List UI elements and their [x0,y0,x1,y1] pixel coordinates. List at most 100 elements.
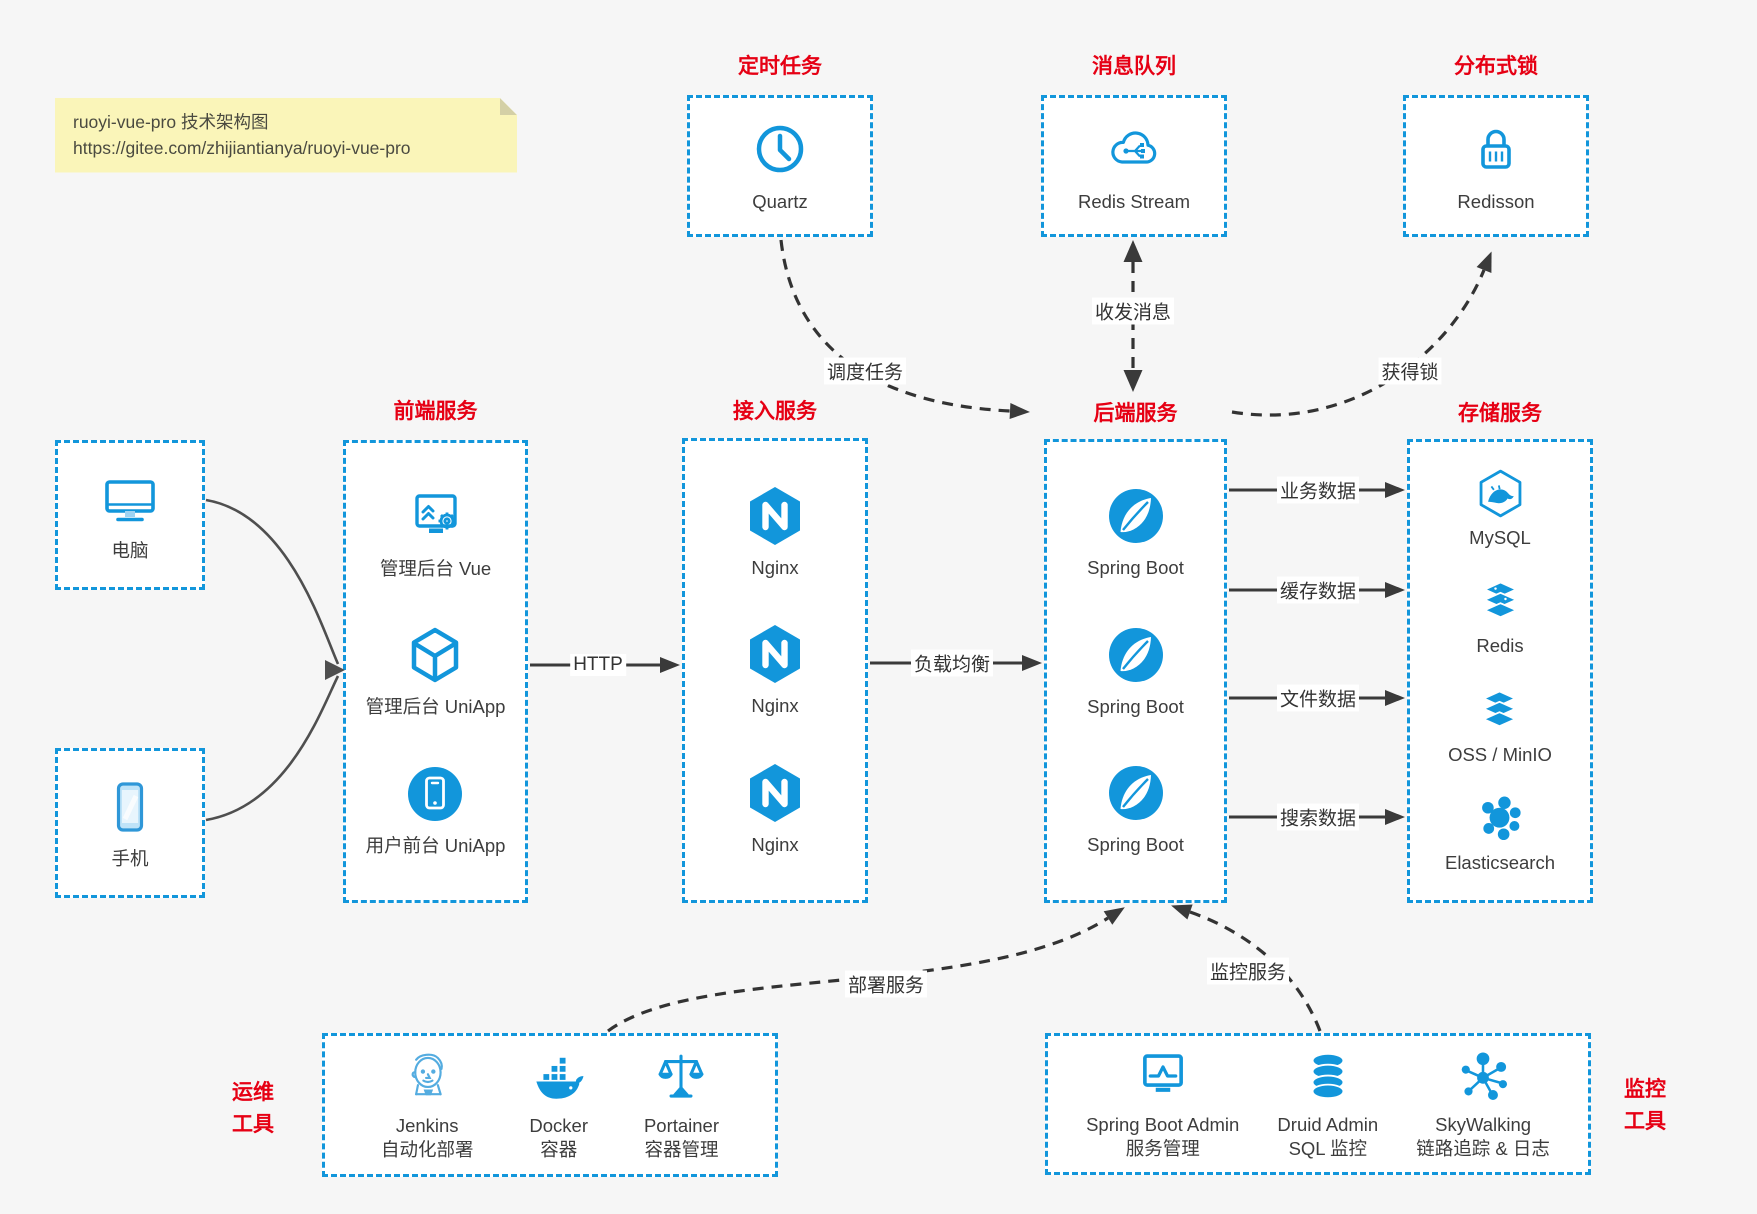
mysql-icon [1474,467,1527,520]
arrow-label-cache-data: 缓存数据 [1276,576,1360,604]
jenkins-icon [398,1048,456,1106]
desktop-icon [98,467,162,531]
user-app-icon [403,762,467,826]
item-redis: Redis [1474,575,1527,658]
item-nginx: Nginx [743,622,807,718]
arrow-label-monitor-service: 监控服务 [1206,957,1290,985]
item-admin-vue: 管理后台 Vue [380,485,491,581]
note-fold-corner [500,98,517,115]
item-label: Nginx [751,695,799,717]
section-title-ops: 运维 工具 [232,1081,274,1136]
item-label: 手机 [111,847,149,869]
section-title-distributed-lock: 分布式锁 [1454,55,1538,78]
item-clock: Quartz [748,118,812,214]
note-title: ruoyi-vue-pro 技术架构图 [73,112,269,132]
item-oss: OSS / MinIO [1448,684,1552,767]
box-message-queue: Redis Stream [1041,95,1227,237]
spring-icon [1104,484,1168,548]
box-scheduled-task: Quartz [687,95,873,237]
item-label: MySQL [1469,527,1531,549]
box-distributed-lock: Redisson [1403,95,1589,237]
box-client-pc: 电脑 [55,440,205,590]
arrow-label-business-data: 业务数据 [1276,476,1360,504]
item-cloud-share: Redis Stream [1078,118,1190,214]
redis-icon [1474,575,1527,628]
lock-icon [1464,118,1528,182]
arrow-label-file-data: 文件数据 [1276,684,1360,712]
box-frontend: 管理后台 Vue 管理后台 UniApp 用户前台 UniApp [343,440,528,903]
arrow-label-deploy-service: 部署服务 [844,970,928,998]
item-desktop: 电脑 [98,467,162,563]
section-title-message-queue: 消息队列 [1092,55,1176,78]
arrow-label-load-balance: 负载均衡 [910,649,994,677]
item-lock: Redisson [1457,118,1535,214]
item-label: Nginx [751,834,799,856]
arrow-label-search-data: 搜索数据 [1276,803,1360,831]
item-spring: Spring Boot [1087,484,1184,580]
item-label: Spring Boot [1087,557,1184,579]
section-title-frontend: 前端服务 [393,400,478,423]
nginx-icon [743,761,807,825]
clock-icon [748,118,812,182]
item-label: OSS / MinIO [1448,743,1552,765]
item-label: 用户前台 UniApp [365,834,506,856]
item-label: Spring Boot [1087,695,1184,717]
section-title-monitoring: 监控 工具 [1624,1078,1666,1133]
item-label: Redisson [1457,190,1535,212]
note-url: https://gitee.com/zhijiantianya/ruoyi-vu… [73,138,411,159]
item-spring: Spring Boot [1087,761,1184,857]
spring-icon [1104,761,1168,825]
item-uniapp-cube: 管理后台 UniApp [365,623,506,719]
item-label: 电脑 [111,539,149,561]
druid-icon [1299,1047,1357,1105]
item-label: Redis [1476,635,1524,657]
smartphone-icon [98,775,162,839]
item-spring: Spring Boot [1087,623,1184,719]
docker-icon [530,1048,588,1106]
box-client-mobile: 手机 [55,748,205,898]
item-label: 管理后台 UniApp [365,696,506,718]
item-mysql: MySQL [1469,467,1531,550]
spring-icon [1104,623,1168,687]
item-label: Nginx [751,556,799,578]
item-label: Quartz [752,190,808,212]
item-smartphone: 手机 [98,775,162,871]
section-title-storage: 存储服务 [1458,402,1542,425]
sticky-note: ruoyi-vue-pro 技术架构图 https://gitee.com/zh… [55,98,517,173]
arrow-label-acquire-lock: 获得锁 [1378,357,1442,385]
arrow-label-send-receive: 收发消息 [1091,297,1175,325]
section-title-scheduled-task: 定时任务 [738,55,822,78]
elasticsearch-icon [1473,792,1526,845]
cloud-share-icon [1102,118,1166,182]
sba-icon [1134,1047,1192,1105]
item-label: 管理后台 Vue [379,558,492,580]
item-label: Redis Stream [1077,190,1191,212]
nginx-icon [743,622,807,686]
section-title-access: 接入服务 [733,400,817,423]
item-nginx: Nginx [743,761,807,857]
item-user-app: 用户前台 UniApp [365,762,506,858]
section-title-backend: 后端服务 [1093,402,1178,425]
skywalking-icon [1454,1047,1512,1105]
item-label: Elasticsearch [1444,851,1555,873]
oss-icon [1473,684,1526,737]
item-elasticsearch: Elasticsearch [1445,792,1555,875]
